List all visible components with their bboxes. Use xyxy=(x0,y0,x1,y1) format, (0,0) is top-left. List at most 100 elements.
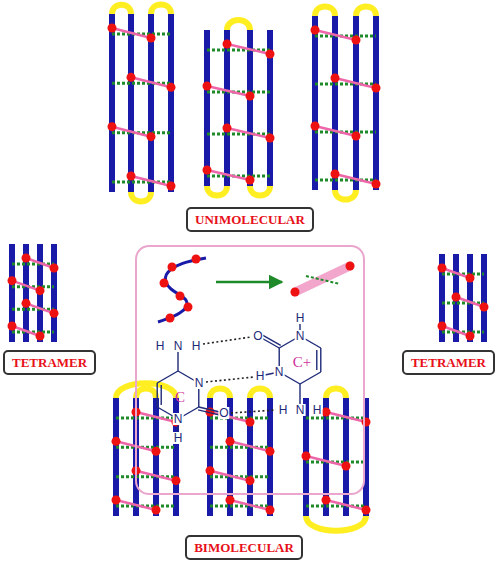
base xyxy=(266,506,275,515)
base xyxy=(127,172,136,181)
base xyxy=(362,418,371,427)
base xyxy=(50,309,59,318)
base-pair xyxy=(315,30,356,40)
base xyxy=(22,254,31,263)
base xyxy=(108,24,117,33)
base-pair xyxy=(136,412,176,422)
i-motif-structure xyxy=(438,254,489,342)
base xyxy=(438,322,447,331)
strand xyxy=(247,398,253,516)
base-pair xyxy=(227,44,270,54)
atom-symbol: N xyxy=(295,404,306,416)
base-pair xyxy=(326,412,366,422)
base xyxy=(152,447,161,456)
base xyxy=(311,122,320,131)
structure-type: BIMOLECULAR xyxy=(194,540,294,555)
single-strand xyxy=(158,258,206,322)
loop xyxy=(151,5,171,14)
base-pair xyxy=(116,500,156,510)
base-pair xyxy=(131,176,171,186)
base xyxy=(342,462,351,471)
base xyxy=(223,124,232,133)
base xyxy=(311,26,320,35)
i-motif-structure xyxy=(311,7,381,200)
base xyxy=(223,40,232,49)
bond xyxy=(161,385,162,405)
base xyxy=(203,82,212,91)
base-pair xyxy=(335,78,376,88)
atom-symbol: H xyxy=(191,340,202,352)
base xyxy=(36,332,45,341)
arrow xyxy=(216,281,282,284)
hydrogen-bond xyxy=(306,276,340,284)
base-pair xyxy=(295,266,350,292)
base xyxy=(206,466,215,475)
loop xyxy=(207,186,227,195)
strand xyxy=(332,16,338,190)
base xyxy=(372,84,381,93)
hydrogen-bond xyxy=(203,337,251,344)
loop xyxy=(227,20,250,30)
base-pair xyxy=(112,127,151,137)
strand xyxy=(51,244,57,342)
loop xyxy=(210,389,230,398)
base-pair xyxy=(335,174,376,184)
base xyxy=(322,496,331,505)
base xyxy=(160,279,169,288)
strand xyxy=(467,254,473,342)
base xyxy=(246,476,255,485)
strand xyxy=(204,30,210,186)
base-pair xyxy=(315,126,356,136)
atom-symbol: N xyxy=(173,413,184,425)
loop xyxy=(136,389,156,398)
atom-symbol: O xyxy=(218,407,229,419)
base-pair xyxy=(230,441,270,451)
strand xyxy=(481,254,487,342)
atom-symbol: O xyxy=(252,330,263,342)
loop xyxy=(116,383,176,398)
loop xyxy=(315,7,335,16)
bond xyxy=(320,348,321,372)
i-motif-structure xyxy=(8,244,59,342)
base-pair xyxy=(227,128,270,138)
base xyxy=(480,303,489,312)
loop xyxy=(250,389,270,398)
base xyxy=(127,73,136,82)
loop xyxy=(335,190,356,200)
base xyxy=(466,332,475,341)
base-pair xyxy=(230,500,270,510)
cytosine-pair-panel: CC+ xyxy=(135,245,365,495)
atom-symbol: H xyxy=(295,312,306,324)
base-pair xyxy=(207,86,250,96)
atom-symbol: H xyxy=(173,432,184,444)
base-pair xyxy=(131,77,171,87)
base xyxy=(8,276,17,285)
base xyxy=(166,314,175,323)
base xyxy=(36,286,45,295)
atom-symbol: H xyxy=(255,370,266,382)
base xyxy=(50,264,59,273)
base xyxy=(22,299,31,308)
base xyxy=(8,322,17,331)
base xyxy=(147,132,156,141)
base xyxy=(331,170,340,179)
base-name: C+ xyxy=(293,355,311,370)
base xyxy=(184,303,193,312)
i-motif-structure xyxy=(112,383,181,516)
strand xyxy=(267,398,273,516)
base xyxy=(246,92,255,101)
type-label: UNIMOLECULAR xyxy=(186,207,314,232)
atom-symbol: H xyxy=(312,404,323,416)
strand xyxy=(109,14,115,192)
base xyxy=(246,176,255,185)
base xyxy=(176,292,185,301)
base-pair xyxy=(136,471,176,481)
bond xyxy=(157,383,158,407)
structure-type: TETRAMER xyxy=(12,355,87,370)
base xyxy=(352,132,361,141)
base xyxy=(331,74,340,83)
type-label: TETRAMER xyxy=(402,350,495,375)
base-pair xyxy=(326,500,366,510)
base xyxy=(168,263,177,272)
base xyxy=(266,50,275,59)
